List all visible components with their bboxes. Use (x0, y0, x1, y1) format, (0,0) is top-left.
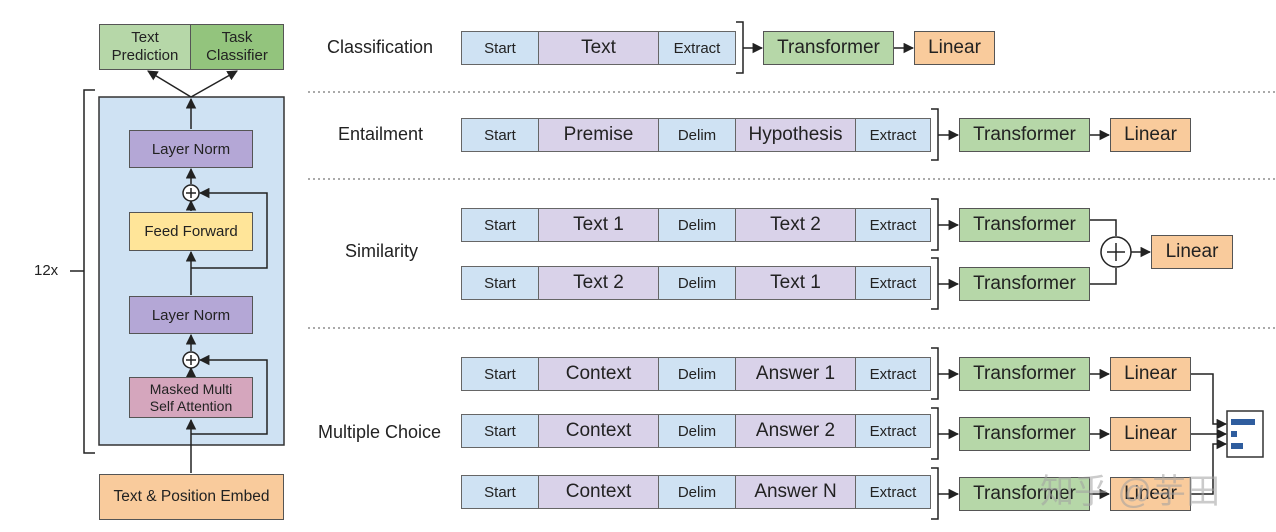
text-position-embed: Text & Position Embed (99, 474, 284, 520)
linear-block: Linear (914, 31, 995, 65)
token-extract: Extract (855, 414, 931, 448)
token-start: Start (461, 357, 539, 391)
token-start: Start (461, 414, 539, 448)
token-context: Context (538, 357, 659, 391)
token-answer-n: Answer N (735, 475, 856, 509)
token-context: Context (538, 475, 659, 509)
softmax-bar-2 (1231, 431, 1237, 437)
token-extract: Extract (855, 475, 931, 509)
masked-multi-self-attention: Masked Multi Self Attention (129, 377, 253, 418)
token-text-1: Text 1 (538, 208, 659, 242)
token-delim: Delim (658, 475, 736, 509)
softmax-bar-3 (1231, 443, 1243, 449)
transformer-block: Transformer (959, 208, 1090, 242)
token-premise: Premise (538, 118, 659, 152)
linear-block: Linear (1110, 357, 1191, 391)
token-start: Start (461, 31, 539, 65)
token-extract: Extract (855, 266, 931, 300)
transformer-block: Transformer (763, 31, 894, 65)
token-context: Context (538, 414, 659, 448)
token-delim: Delim (658, 118, 736, 152)
transformer-block: Transformer (959, 267, 1090, 301)
text-prediction-head: Text Prediction (99, 24, 191, 70)
token-extract: Extract (658, 31, 736, 65)
task-label-multiple-choice: Multiple Choice (318, 422, 442, 442)
task-label-classification: Classification (327, 37, 434, 57)
task-classifier-head: Task Classifier (190, 24, 284, 70)
token-text: Text (538, 31, 659, 65)
linear-block: Linear (1110, 477, 1191, 511)
token-start: Start (461, 208, 539, 242)
transformer-block: Transformer (959, 118, 1090, 152)
token-extract: Extract (855, 118, 931, 152)
token-answer-1: Answer 1 (735, 357, 856, 391)
linear-block: Linear (1110, 118, 1191, 152)
task-label-entailment: Entailment (338, 124, 424, 144)
linear-block: Linear (1110, 417, 1191, 451)
token-start: Start (461, 266, 539, 300)
token-delim: Delim (658, 357, 736, 391)
repeat-count: 12x (34, 262, 59, 279)
token-delim: Delim (658, 414, 736, 448)
token-hypothesis: Hypothesis (735, 118, 856, 152)
token-extract: Extract (855, 208, 931, 242)
transformer-block: Transformer (959, 357, 1090, 391)
token-start: Start (461, 475, 539, 509)
token-delim: Delim (658, 208, 736, 242)
token-extract: Extract (855, 357, 931, 391)
linear-block: Linear (1151, 235, 1233, 269)
token-text-2: Text 2 (735, 208, 856, 242)
watermark: 知乎 @芋田 (1040, 473, 1220, 511)
transformer-block: Transformer (959, 417, 1090, 451)
token-answer-2: Answer 2 (735, 414, 856, 448)
layer-norm-bottom: Layer Norm (129, 296, 253, 334)
token-delim: Delim (658, 266, 736, 300)
token-text-1: Text 1 (735, 266, 856, 300)
task-label-similarity: Similarity (345, 241, 419, 261)
softmax-bar-1 (1231, 419, 1255, 425)
token-text-2: Text 2 (538, 266, 659, 300)
feed-forward: Feed Forward (129, 212, 253, 251)
transformer-block: Transformer (959, 477, 1090, 511)
token-start: Start (461, 118, 539, 152)
layer-norm-top: Layer Norm (129, 130, 253, 168)
